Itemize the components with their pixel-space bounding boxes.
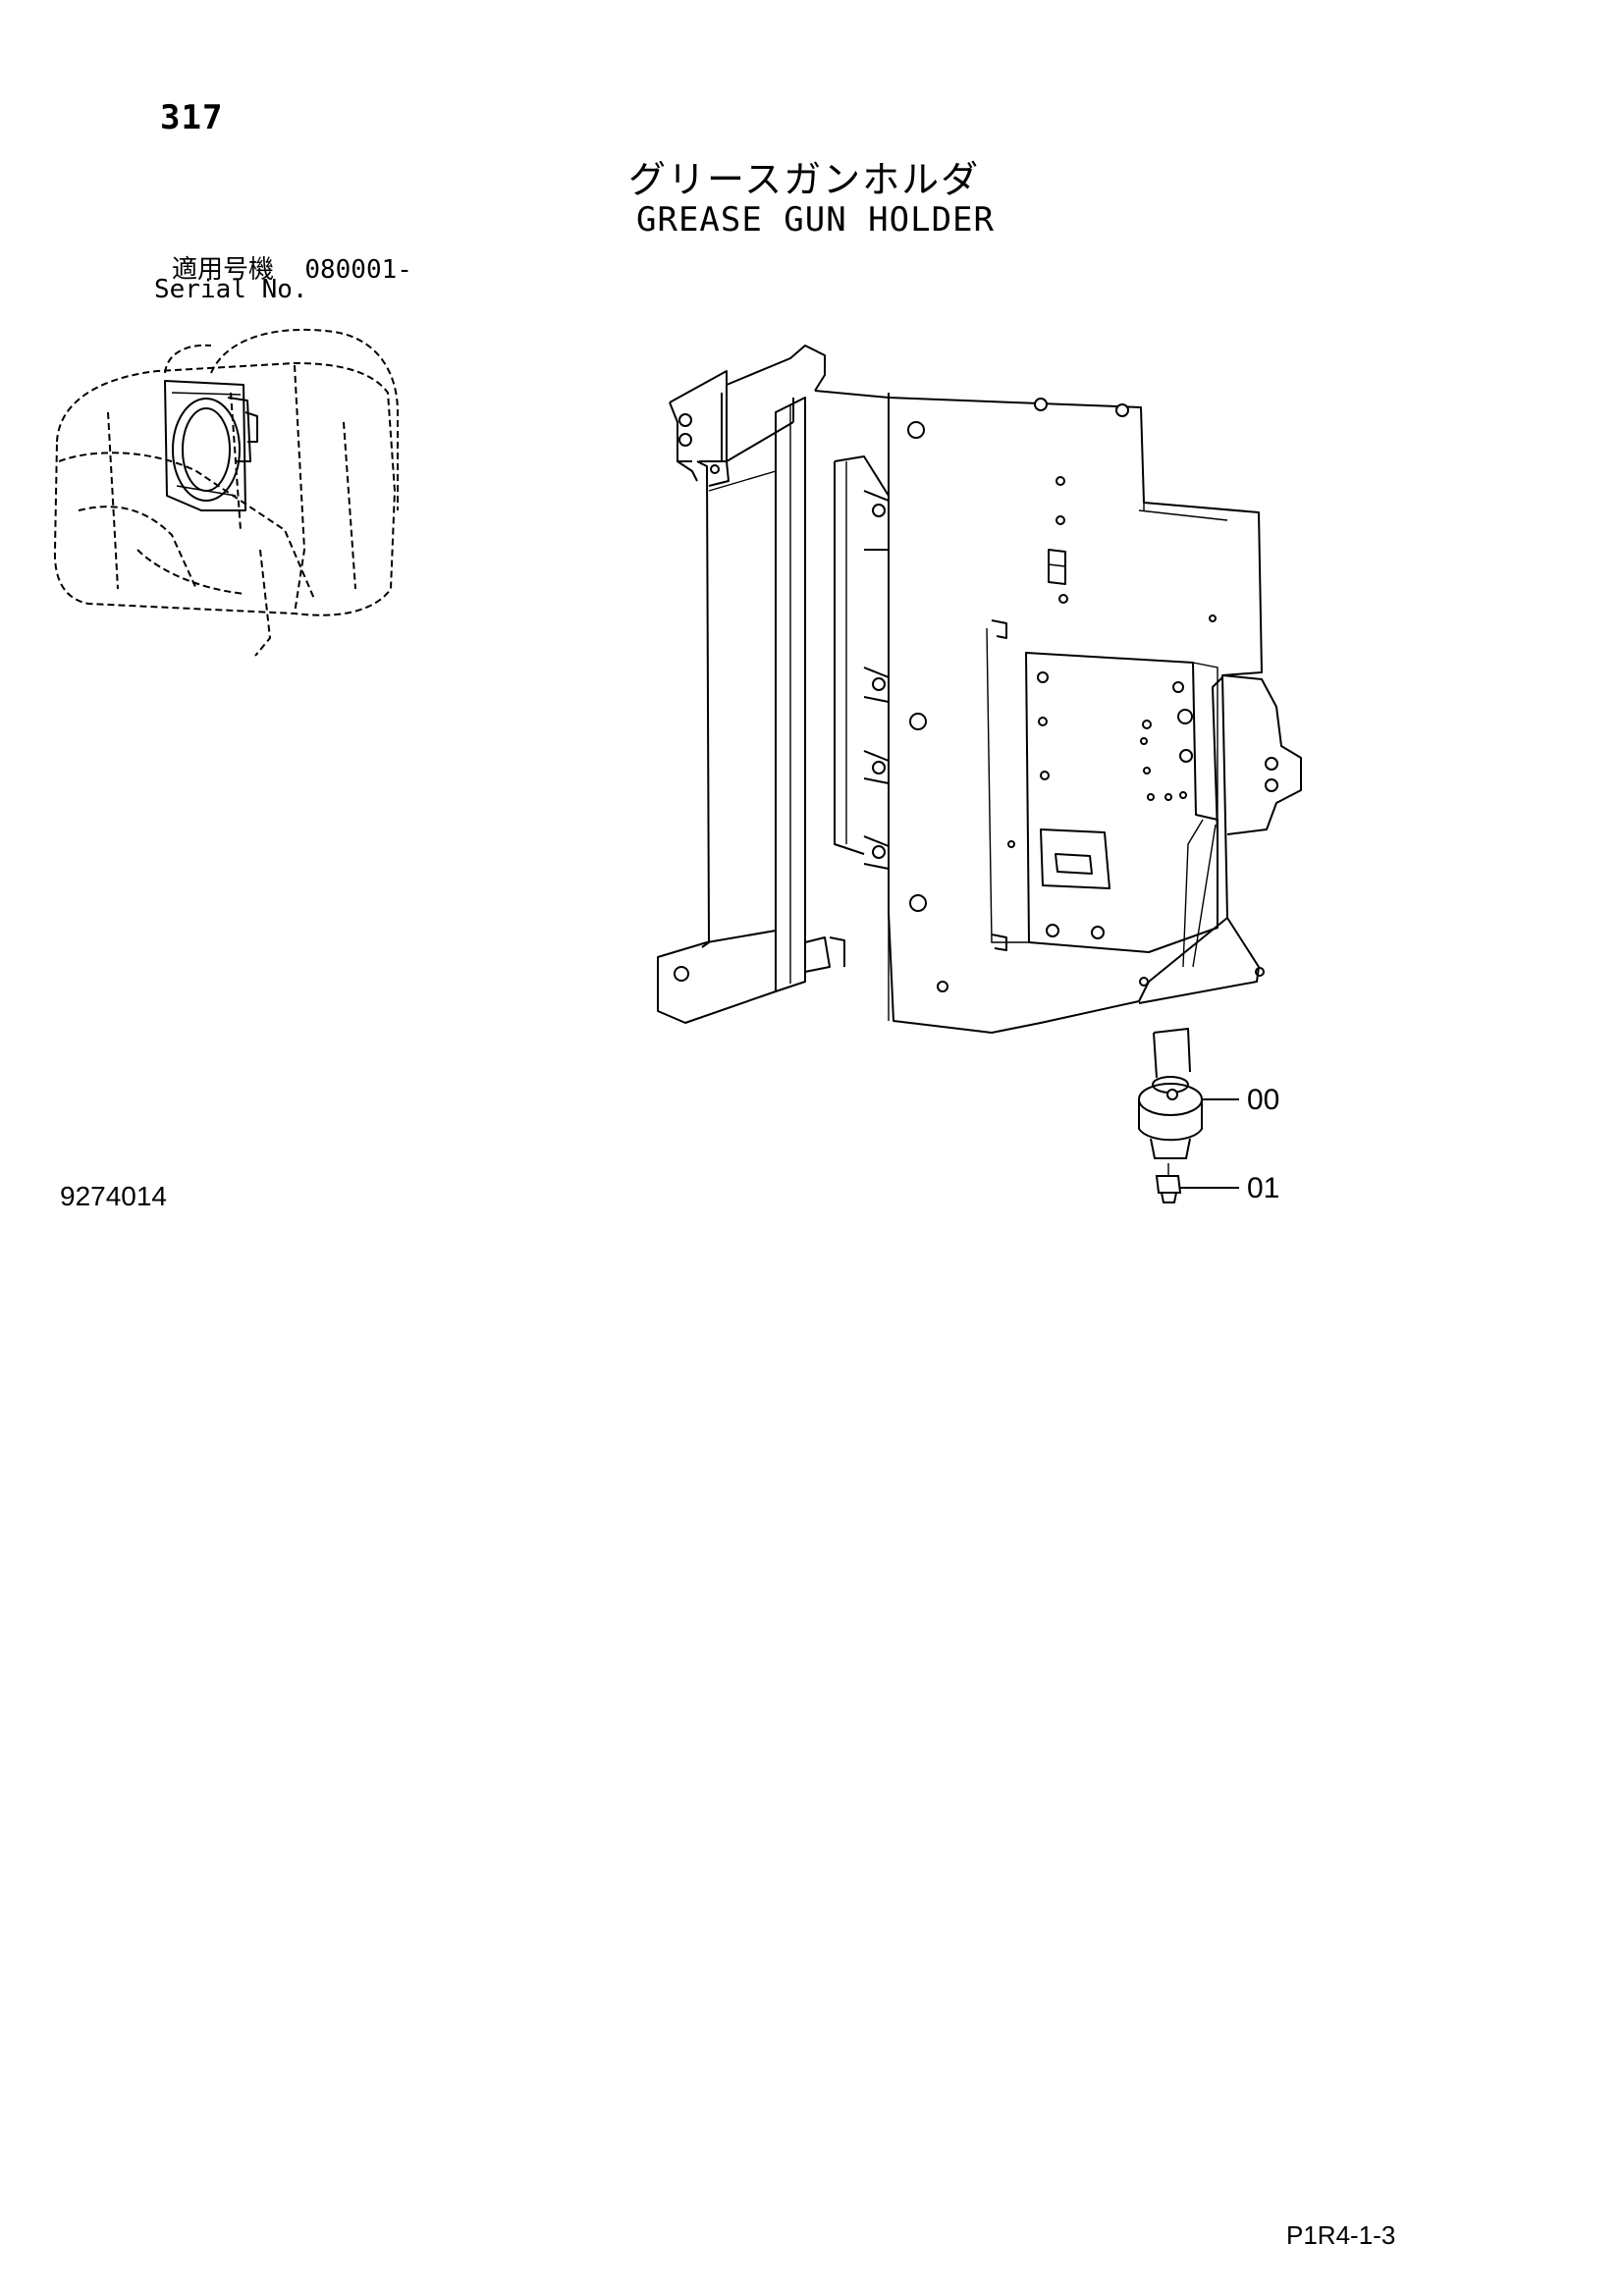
page-title-japanese: グリースガンホルダ [628,158,981,201]
serial-label-jp-text: 適用号機 [172,255,275,285]
serial-label-japanese: 適用号機 080001- [172,249,412,286]
serial-value: 080001- [304,255,412,285]
holder-clamp [1138,1028,1203,1159]
callout-label-01: 01 [1247,1172,1280,1204]
holder-bolt [1155,1163,1182,1203]
serial-label-english: Serial No. [154,275,308,304]
page-number: 317 [160,98,224,137]
callout-label-00: 00 [1247,1084,1280,1116]
drawing-number: 9274014 [60,1181,168,1211]
grease-gun-holder-assembly [657,345,1302,1034]
machine-location-thumbnail [53,328,399,657]
page-title-english: GREASE GUN HOLDER [636,200,995,240]
page-footer-code: P1R4-1-3 [1286,2220,1396,2250]
